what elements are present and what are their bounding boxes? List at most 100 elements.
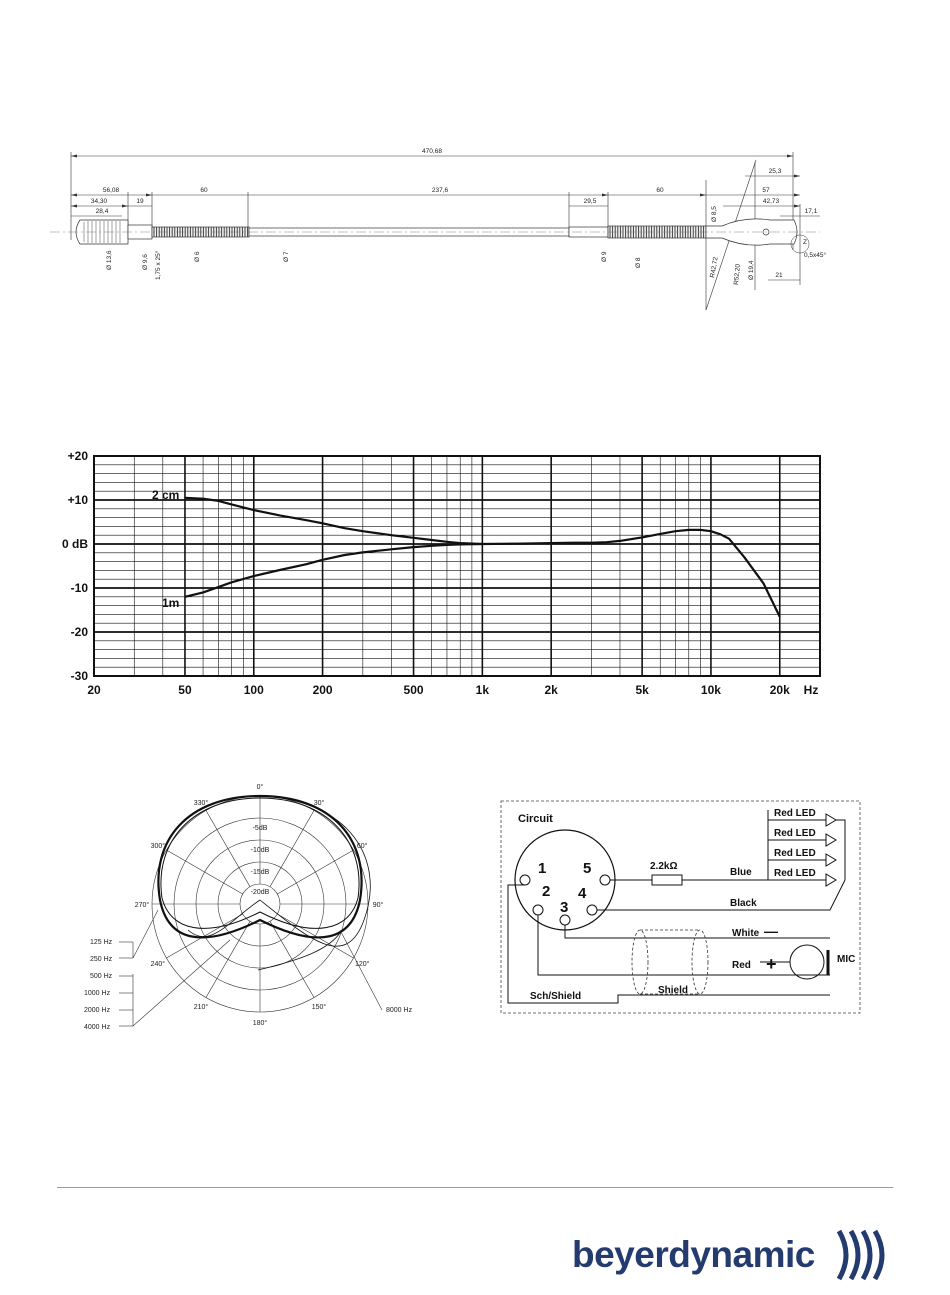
plus-sign: + (766, 954, 777, 974)
led-label-2: Red LED (774, 828, 816, 839)
pin-5: 5 (583, 860, 591, 877)
angle-label: 150° (312, 1003, 327, 1011)
angle-label: 30° (314, 799, 325, 807)
y-tick-label: -10 (71, 581, 89, 595)
x-tick-label: 5k (635, 683, 649, 697)
dim-thread: 1,75 x 25° (154, 250, 162, 280)
wire-red-label: Red (732, 960, 751, 971)
series-line-2 (482, 528, 781, 618)
angle-label: 180° (253, 1019, 268, 1027)
dim-17: 17,1 (805, 208, 818, 215)
angle-label: 60° (357, 842, 368, 850)
x-tick-label: 2k (544, 683, 558, 697)
dim-29: 29,5 (584, 198, 597, 205)
dim-dia9: Ø 9,6 (142, 254, 149, 270)
dim-25: 25,3 (769, 168, 782, 175)
x-tick-label: 200 (313, 683, 333, 697)
dim-dia6: Ø 6 (194, 251, 201, 262)
chart-frame (93, 455, 821, 677)
angle-label: 90° (373, 901, 384, 909)
dim-dia85: Ø 8,5 (711, 206, 718, 222)
legend-8000: 8000 Hz (386, 1007, 413, 1014)
circuit-title: Circuit (518, 813, 553, 825)
series-line-1 (184, 542, 483, 598)
y-tick-label: +20 (68, 449, 89, 463)
wire-white-label: White (732, 928, 760, 939)
legend-125: 125 Hz (90, 939, 113, 946)
brand-name: beyerdynamic (572, 1234, 815, 1275)
wire-blue-label: Blue (730, 867, 752, 878)
dim-57: 57 (762, 187, 770, 194)
legend-2000: 2000 Hz (84, 1007, 111, 1014)
led-label-4: Red LED (774, 868, 816, 879)
pin-1: 1 (538, 860, 546, 877)
beyerdynamic-logo: beyerdynamic (572, 1225, 894, 1285)
led-label-1: Red LED (774, 808, 816, 819)
x-tick-label: 100 (244, 683, 264, 697)
shield-label: Shield (658, 985, 688, 996)
frequency-response-chart: +20 +10 0 dB -10 -20 -30 20 50 100 200 500 1k 2k 5k 1… (0, 440, 950, 710)
wire-black-label: Black (730, 898, 757, 909)
dim-chamfer: 0,5x45° (804, 251, 827, 259)
angle-label: 330° (194, 799, 209, 807)
pin-2: 2 (542, 883, 550, 900)
dim-r42: R42,72 (709, 256, 720, 278)
sch-shield-label: Sch/Shield (530, 991, 581, 1002)
led-label-3: Red LED (774, 848, 816, 859)
legend-4000: 4000 Hz (84, 1024, 111, 1031)
x-tick-label: 10k (701, 683, 721, 697)
brand-arc (860, 1229, 873, 1281)
dim-r52: R52,20 (733, 263, 742, 285)
series-line-0 (184, 496, 483, 546)
dim-28: 28,4 (96, 208, 109, 215)
x-tick-label: Hz (804, 683, 819, 697)
angle-label: 120° (355, 960, 370, 968)
dim-237: 237,6 (432, 187, 449, 194)
series-label-2cm: 2 cm (152, 488, 179, 502)
dim-dia8: Ø 8 (635, 257, 642, 268)
legend-1000: 1000 Hz (84, 990, 111, 997)
angle-label: 0° (257, 783, 264, 791)
angle-label: 300° (151, 842, 166, 850)
pin-3: 3 (560, 899, 568, 916)
dim-60b: 60 (656, 187, 664, 194)
x-tick-label: 500 (404, 683, 424, 697)
brand-arc (836, 1229, 849, 1281)
dim-dia7: Ø 7 (283, 251, 290, 262)
x-tick-label: 20k (770, 683, 790, 697)
brand-arc (872, 1229, 885, 1281)
y-tick-label: -20 (71, 625, 89, 639)
ring-label-15db: -15dB (251, 869, 270, 876)
dim-z: Z (803, 239, 807, 246)
ring-label-20db: -20dB (251, 889, 270, 896)
angle-label: 240° (151, 960, 166, 968)
legend-250: 250 Hz (90, 956, 113, 963)
dim-42: 42,73 (763, 198, 780, 205)
dim-60a: 60 (200, 187, 208, 194)
dim-total: 470,68 (422, 148, 442, 155)
circuit-diagram: Circuit 1 2 3 4 5 (500, 800, 862, 1015)
dim-19: 19 (136, 198, 144, 205)
angle-label: 270° (135, 901, 150, 909)
y-tick-label: +10 (68, 493, 89, 507)
brand-arc (848, 1229, 861, 1281)
series-label-1m: 1m (162, 596, 179, 610)
angle-label: 210° (194, 1003, 209, 1011)
ring-label-5db: -5dB (253, 825, 268, 832)
y-tick-label: -30 (71, 669, 89, 683)
dim-34: 34,30 (91, 198, 108, 205)
x-tick-label: 20 (87, 683, 101, 697)
x-tick-label: 50 (178, 683, 192, 697)
dimension-drawing: 470,68 56,08 34,30 28,4 19 60 237,6 29,5… (0, 140, 950, 320)
dim-dia13: Ø 13,6 (106, 250, 113, 270)
minus-sign: — (764, 923, 778, 939)
legend-500: 500 Hz (90, 973, 113, 980)
footer-rule (57, 1187, 893, 1188)
y-tick-label: 0 dB (62, 537, 88, 551)
resistor-label: 2.2kΩ (650, 861, 677, 872)
x-tick-label: 1k (476, 683, 490, 697)
mic-label: MIC (837, 954, 855, 965)
polar-pattern-diagram: 0° 30° 60° 90° 120° 150° 180° 210° 240° 270° 300° 3… (70, 780, 450, 1040)
dim-dia9b: Ø 9 (601, 251, 608, 262)
ring-label-10db: -10dB (251, 847, 270, 854)
